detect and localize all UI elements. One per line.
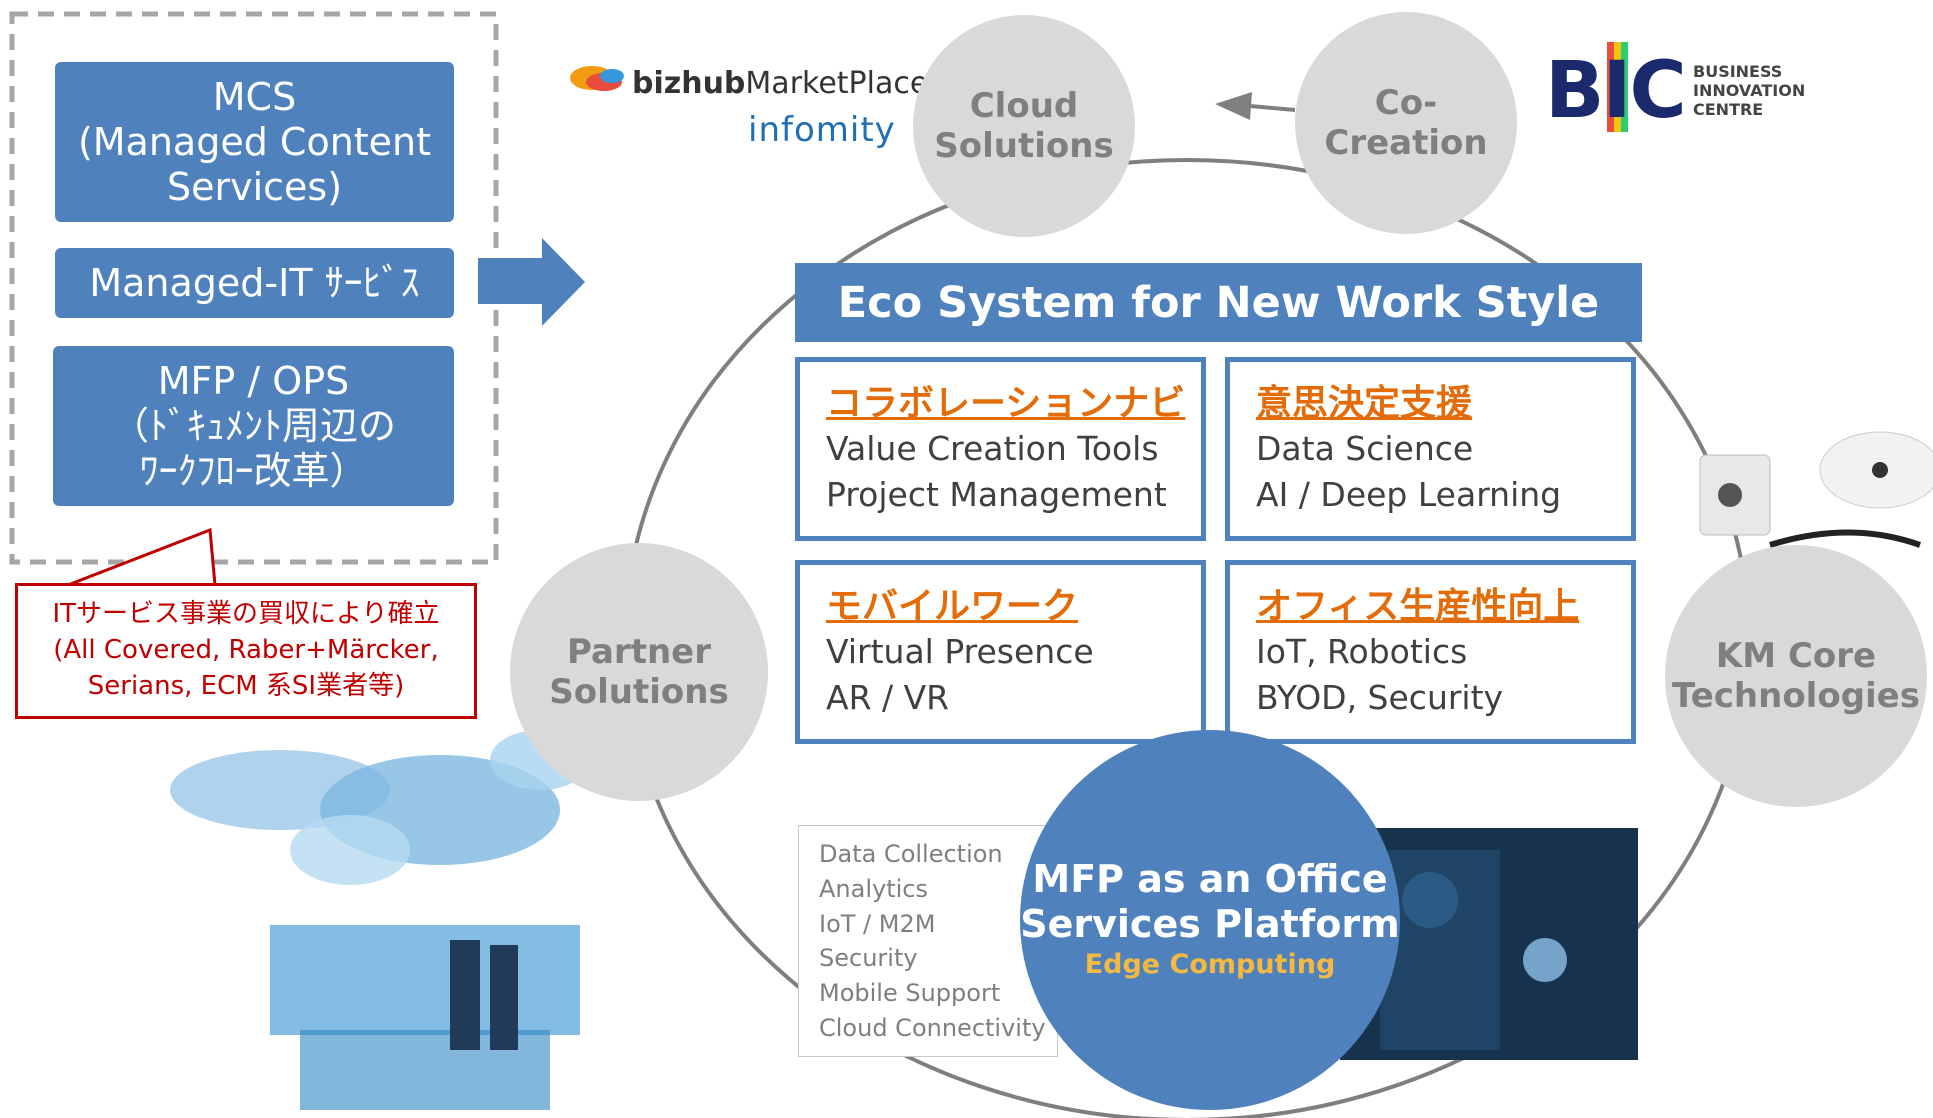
- bizhub-swirl-icon: [570, 66, 624, 91]
- mfp-platform-circle: MFP as an Office Services Platform Edge …: [1020, 730, 1400, 1110]
- quad-heading: オフィス生産性向上: [1256, 586, 1580, 627]
- bic-logo-bar: [1607, 42, 1628, 132]
- quad-line: AR / VR: [826, 678, 950, 717]
- service-box-managed-it: Managed-IT ｻｰﾋﾞｽ: [55, 248, 454, 318]
- quad-office-productivity: オフィス生産性向上 IoT, Robotics BYOD, Security: [1225, 560, 1636, 744]
- quad-mobile-work: モバイルワーク Virtual Presence AR / VR: [795, 560, 1206, 744]
- capability-item: Security: [819, 944, 918, 972]
- quad-line: Value Creation Tools: [826, 429, 1159, 468]
- circle-label: Solutions: [549, 672, 729, 712]
- callout-line: ITサービス事業の買収により確立: [52, 599, 440, 629]
- quad-line: BYOD, Security: [1256, 678, 1504, 717]
- flow-arrow-icon: [478, 238, 585, 326]
- service-box-mcs: MCS (Managed Content Services): [55, 62, 454, 222]
- circle-label: KM Core: [1715, 636, 1877, 676]
- service-line: ﾜｰｸﾌﾛｰ改革）: [139, 448, 368, 493]
- cocreation-arrow-line: [1249, 104, 1296, 112]
- bic-text-line: INNOVATION: [1693, 81, 1806, 100]
- service-line: （ﾄﾞｷｭﾒﾝﾄ周辺の: [110, 403, 396, 448]
- bic-text-line: BUSINESS: [1693, 62, 1783, 81]
- capability-item: Cloud Connectivity: [819, 1014, 1046, 1042]
- quad-heading: コラボレーションナビ: [826, 383, 1186, 424]
- capability-item: Mobile Support: [819, 979, 1001, 1007]
- bizhub-logo-rest: MarketPlace: [745, 66, 929, 101]
- circle-label: Technologies: [1672, 676, 1920, 716]
- callout-pointer: [67, 527, 217, 587]
- infomity-logo: infomity: [748, 110, 896, 150]
- acquisition-callout: ITサービス事業の買収により確立 (All Covered, Raber+Mär…: [15, 583, 477, 719]
- eco-system-title: Eco System for New Work Style: [795, 263, 1642, 342]
- circle-label: Cloud: [969, 86, 1079, 126]
- callout-line: Serians, ECM 系SI業者等): [87, 671, 405, 701]
- camera-devices-image: [1699, 431, 1933, 580]
- circle-label: Solutions: [934, 126, 1114, 166]
- quad-line: IoT, Robotics: [1256, 632, 1468, 671]
- quad-line: AI / Deep Learning: [1256, 475, 1562, 514]
- circle-co-creation: Co-Creation: [1295, 12, 1517, 234]
- callout-line: (All Covered, Raber+Märcker,: [53, 635, 439, 665]
- capability-item: Data Collection: [819, 840, 1003, 868]
- bic-text-line: CENTRE: [1693, 100, 1764, 119]
- mfp-title-line: Services Platform: [1020, 902, 1400, 946]
- bic-logo-letters: BIC: [1545, 46, 1687, 136]
- service-line: Managed-IT ｻｰﾋﾞｽ: [89, 260, 420, 305]
- circle-label: Co-Creation: [1324, 83, 1488, 163]
- quad-line: Virtual Presence: [826, 632, 1094, 671]
- bic-logo-text: BUSINESS INNOVATION CENTRE: [1693, 62, 1805, 119]
- capability-list: Data Collection Analytics IoT / M2M Secu…: [798, 825, 1058, 1057]
- bizhub-logo-bold: bizhub: [632, 66, 746, 101]
- mfp-title-line: MFP as an Office: [1032, 857, 1388, 901]
- quad-line: Project Management: [826, 475, 1167, 514]
- quad-line: Data Science: [1256, 429, 1474, 468]
- service-line: MFP / OPS: [157, 358, 350, 403]
- quad-heading: モバイルワーク: [826, 586, 1079, 627]
- service-box-mfp-ops: MFP / OPS （ﾄﾞｷｭﾒﾝﾄ周辺の ﾜｰｸﾌﾛｰ改革）: [53, 346, 454, 506]
- quad-decision-support: 意思決定支援 Data Science AI / Deep Learning: [1225, 357, 1636, 541]
- service-line: Services): [166, 164, 343, 209]
- circle-label: Partner: [566, 632, 711, 672]
- quad-heading: 意思決定支援: [1256, 383, 1473, 424]
- cocreation-arrow-head: [1215, 92, 1252, 120]
- capability-item: Analytics: [819, 875, 928, 903]
- capability-item: IoT / M2M: [819, 910, 936, 938]
- edge-computing-label: Edge Computing: [1084, 949, 1336, 980]
- world-people-illustration: [170, 730, 590, 1110]
- service-line: (Managed Content: [77, 119, 432, 164]
- bizhub-marketplace-logo: bizhubMarketPlace: [632, 66, 928, 101]
- circle-cloud-solutions: Cloud Solutions: [913, 15, 1135, 237]
- circle-km-core: KM Core Technologies: [1665, 545, 1927, 807]
- quad-collaboration: コラボレーションナビ Value Creation Tools Project …: [795, 357, 1206, 541]
- service-line: MCS: [212, 74, 297, 119]
- circle-partner-solutions: Partner Solutions: [510, 543, 768, 801]
